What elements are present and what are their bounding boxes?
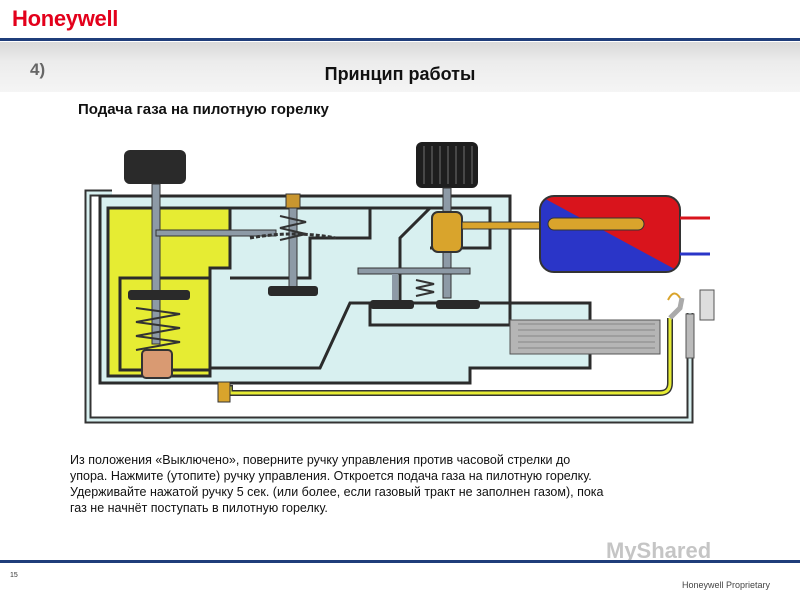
slide-title: Принцип работы (324, 64, 476, 84)
pilot-lever (357, 267, 471, 275)
pilot-tube (668, 297, 685, 320)
main-valve-cap (285, 193, 301, 209)
gas-supply-pipe-inner (86, 191, 692, 422)
header-rule (0, 38, 800, 41)
watermark: MyShared (606, 538, 712, 563)
magnet-disc (128, 290, 190, 300)
instructions-line: Из положения «Выключено», поверните ручк… (70, 453, 571, 467)
instructions-line: упора. Нажмите (утопите) ручку управлени… (70, 469, 592, 483)
main-valve-spring (279, 215, 307, 241)
instructions-line: Удерживайте нажатой ручку 5 сек. (или бо… (70, 485, 604, 499)
page-number: 15 (10, 572, 18, 579)
pilot-valve-disc (370, 300, 414, 309)
knob-ridges (423, 146, 473, 184)
knob-plunger (431, 211, 463, 253)
magnet-arm (155, 229, 277, 237)
thermostat-probe (547, 217, 645, 231)
honeywell-logo: Honeywell (12, 6, 119, 31)
footer-label: Honeywell Proprietary (681, 580, 770, 590)
instructions-text: Из положения «Выключено», поверните ручк… (70, 452, 710, 516)
burner-grid (518, 323, 655, 349)
main-valve-disc (268, 286, 318, 296)
gas-valve-diagram (84, 142, 715, 424)
thermocouple-magnet (141, 349, 173, 379)
thermocouple-head (699, 289, 715, 321)
diaphragm (249, 232, 337, 240)
thermostat-bulb (540, 196, 680, 272)
title-band (0, 42, 800, 92)
control-knob (416, 142, 478, 188)
pilot-spring (415, 279, 435, 297)
instructions-line: газ не начнёт поступать в пилотную горел… (70, 501, 328, 515)
pilot-fitting (217, 381, 231, 403)
magnet-cap (124, 150, 186, 184)
footer-rule (0, 560, 800, 563)
slide-number: 4) (30, 60, 46, 79)
pilot-valve-disc (436, 300, 480, 309)
magnet-spring (135, 307, 181, 351)
thermocouple-probe (685, 313, 695, 359)
slide-subtitle: Подача газа на пилотную горелку (78, 101, 329, 118)
magnet-stem (151, 183, 161, 345)
main-burner-outlet (509, 319, 661, 355)
pilot-stem (392, 274, 398, 302)
pilot-gas-line-fill (220, 318, 672, 395)
pilot-flame (667, 292, 681, 301)
